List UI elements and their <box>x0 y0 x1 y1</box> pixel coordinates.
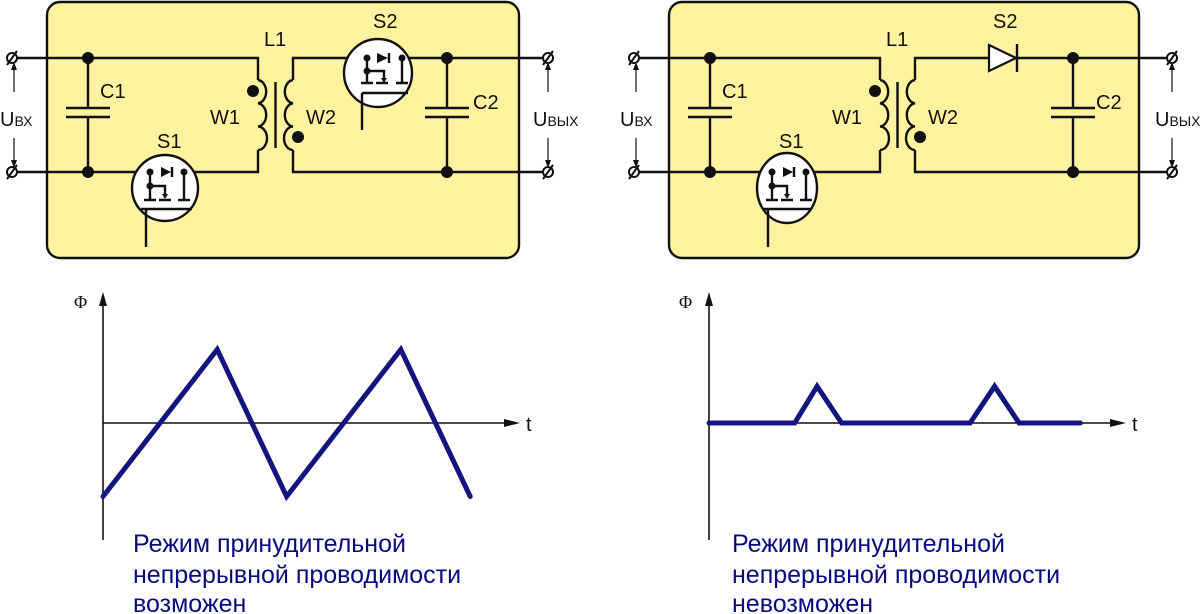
output-terminals <box>542 50 554 180</box>
junction-dot <box>1067 52 1079 64</box>
input-terminals <box>628 50 640 180</box>
output-terminals <box>1166 50 1178 180</box>
caption-line-2: непрерывной проводимости <box>732 561 1060 589</box>
label-u-out: UВЫХ <box>533 109 579 131</box>
w1-winding <box>257 78 269 152</box>
w1-polarity-dot <box>869 85 881 97</box>
w1-polarity-dot <box>247 85 259 97</box>
x-axis-label: t <box>1132 414 1138 436</box>
caption-line-3: невозможен <box>732 590 873 614</box>
s2-diode <box>987 43 1019 73</box>
label-w2: W2 <box>928 107 958 129</box>
top-rail-output <box>291 56 546 80</box>
junction-dot <box>704 166 716 178</box>
c2-capacitor <box>425 58 469 172</box>
c1-capacitor <box>688 58 732 172</box>
input-terminals <box>6 50 18 180</box>
flux-graph-discontinuous: Φ t Режим принудительной непрерывной про… <box>679 292 1138 614</box>
label-c1: C1 <box>722 81 748 103</box>
c1-capacitor <box>66 58 110 172</box>
junction-dot <box>1067 166 1079 178</box>
label-s1: S1 <box>157 131 181 153</box>
caption-line-3: возможен <box>133 590 246 614</box>
y-axis-arrow <box>99 292 107 306</box>
flux-graph-continuous: Φ t Режим принудительной непрерывной про… <box>74 292 532 614</box>
label-s1: S1 <box>779 131 803 153</box>
w2-polarity-dot <box>292 131 304 143</box>
x-axis-arrow <box>1110 419 1126 427</box>
w2-winding <box>904 78 916 152</box>
top-rail-output <box>913 56 1170 80</box>
label-s2: S2 <box>993 11 1017 33</box>
s2-mosfet <box>342 37 414 130</box>
caption-line-2: непрерывной проводимости <box>133 561 461 589</box>
junction-dot <box>82 52 94 64</box>
s1-mosfet <box>755 151 819 247</box>
junction-dot <box>441 52 453 64</box>
label-w2: W2 <box>306 107 336 129</box>
y-axis-label: Φ <box>74 292 87 312</box>
caption-line-1: Режим принудительной <box>732 530 1005 558</box>
label-c2: C2 <box>473 92 499 114</box>
label-s2: S2 <box>373 11 397 33</box>
c2-capacitor <box>1051 58 1095 172</box>
s1-mosfet <box>130 153 200 247</box>
junction-dot <box>82 166 94 178</box>
bottom-rail-output <box>291 150 546 174</box>
flux-series-line <box>706 381 1083 426</box>
label-u-in: UВХ <box>0 109 33 131</box>
flux-series-line <box>100 344 473 502</box>
x-axis-label: t <box>526 414 532 436</box>
label-l1: L1 <box>886 29 908 51</box>
label-w1: W1 <box>210 107 240 129</box>
w2-winding <box>282 78 294 152</box>
w1-winding <box>879 78 891 152</box>
caption-line-1: Режим принудительной <box>133 530 406 558</box>
label-u-in: UВХ <box>620 109 653 131</box>
right-circuit: C1 L1 W1 W2 S1 S2 C2 UВХ UВЫХ <box>620 0 1200 260</box>
w2-polarity-dot <box>914 131 926 143</box>
bottom-rail-output <box>913 150 1170 174</box>
x-axis-arrow <box>504 419 520 427</box>
y-axis-arrow <box>705 292 713 306</box>
junction-dot <box>704 52 716 64</box>
label-l1: L1 <box>264 29 286 51</box>
label-u-out: UВЫХ <box>1155 109 1200 131</box>
y-axis-label: Φ <box>679 292 692 312</box>
label-c1: C1 <box>100 81 126 103</box>
label-w1: W1 <box>832 107 862 129</box>
junction-dot <box>441 166 453 178</box>
label-c2: C2 <box>1096 92 1122 114</box>
left-circuit: C1 L1 W1 W2 S1 S2 C2 UВХ UВЫХ <box>0 0 579 260</box>
